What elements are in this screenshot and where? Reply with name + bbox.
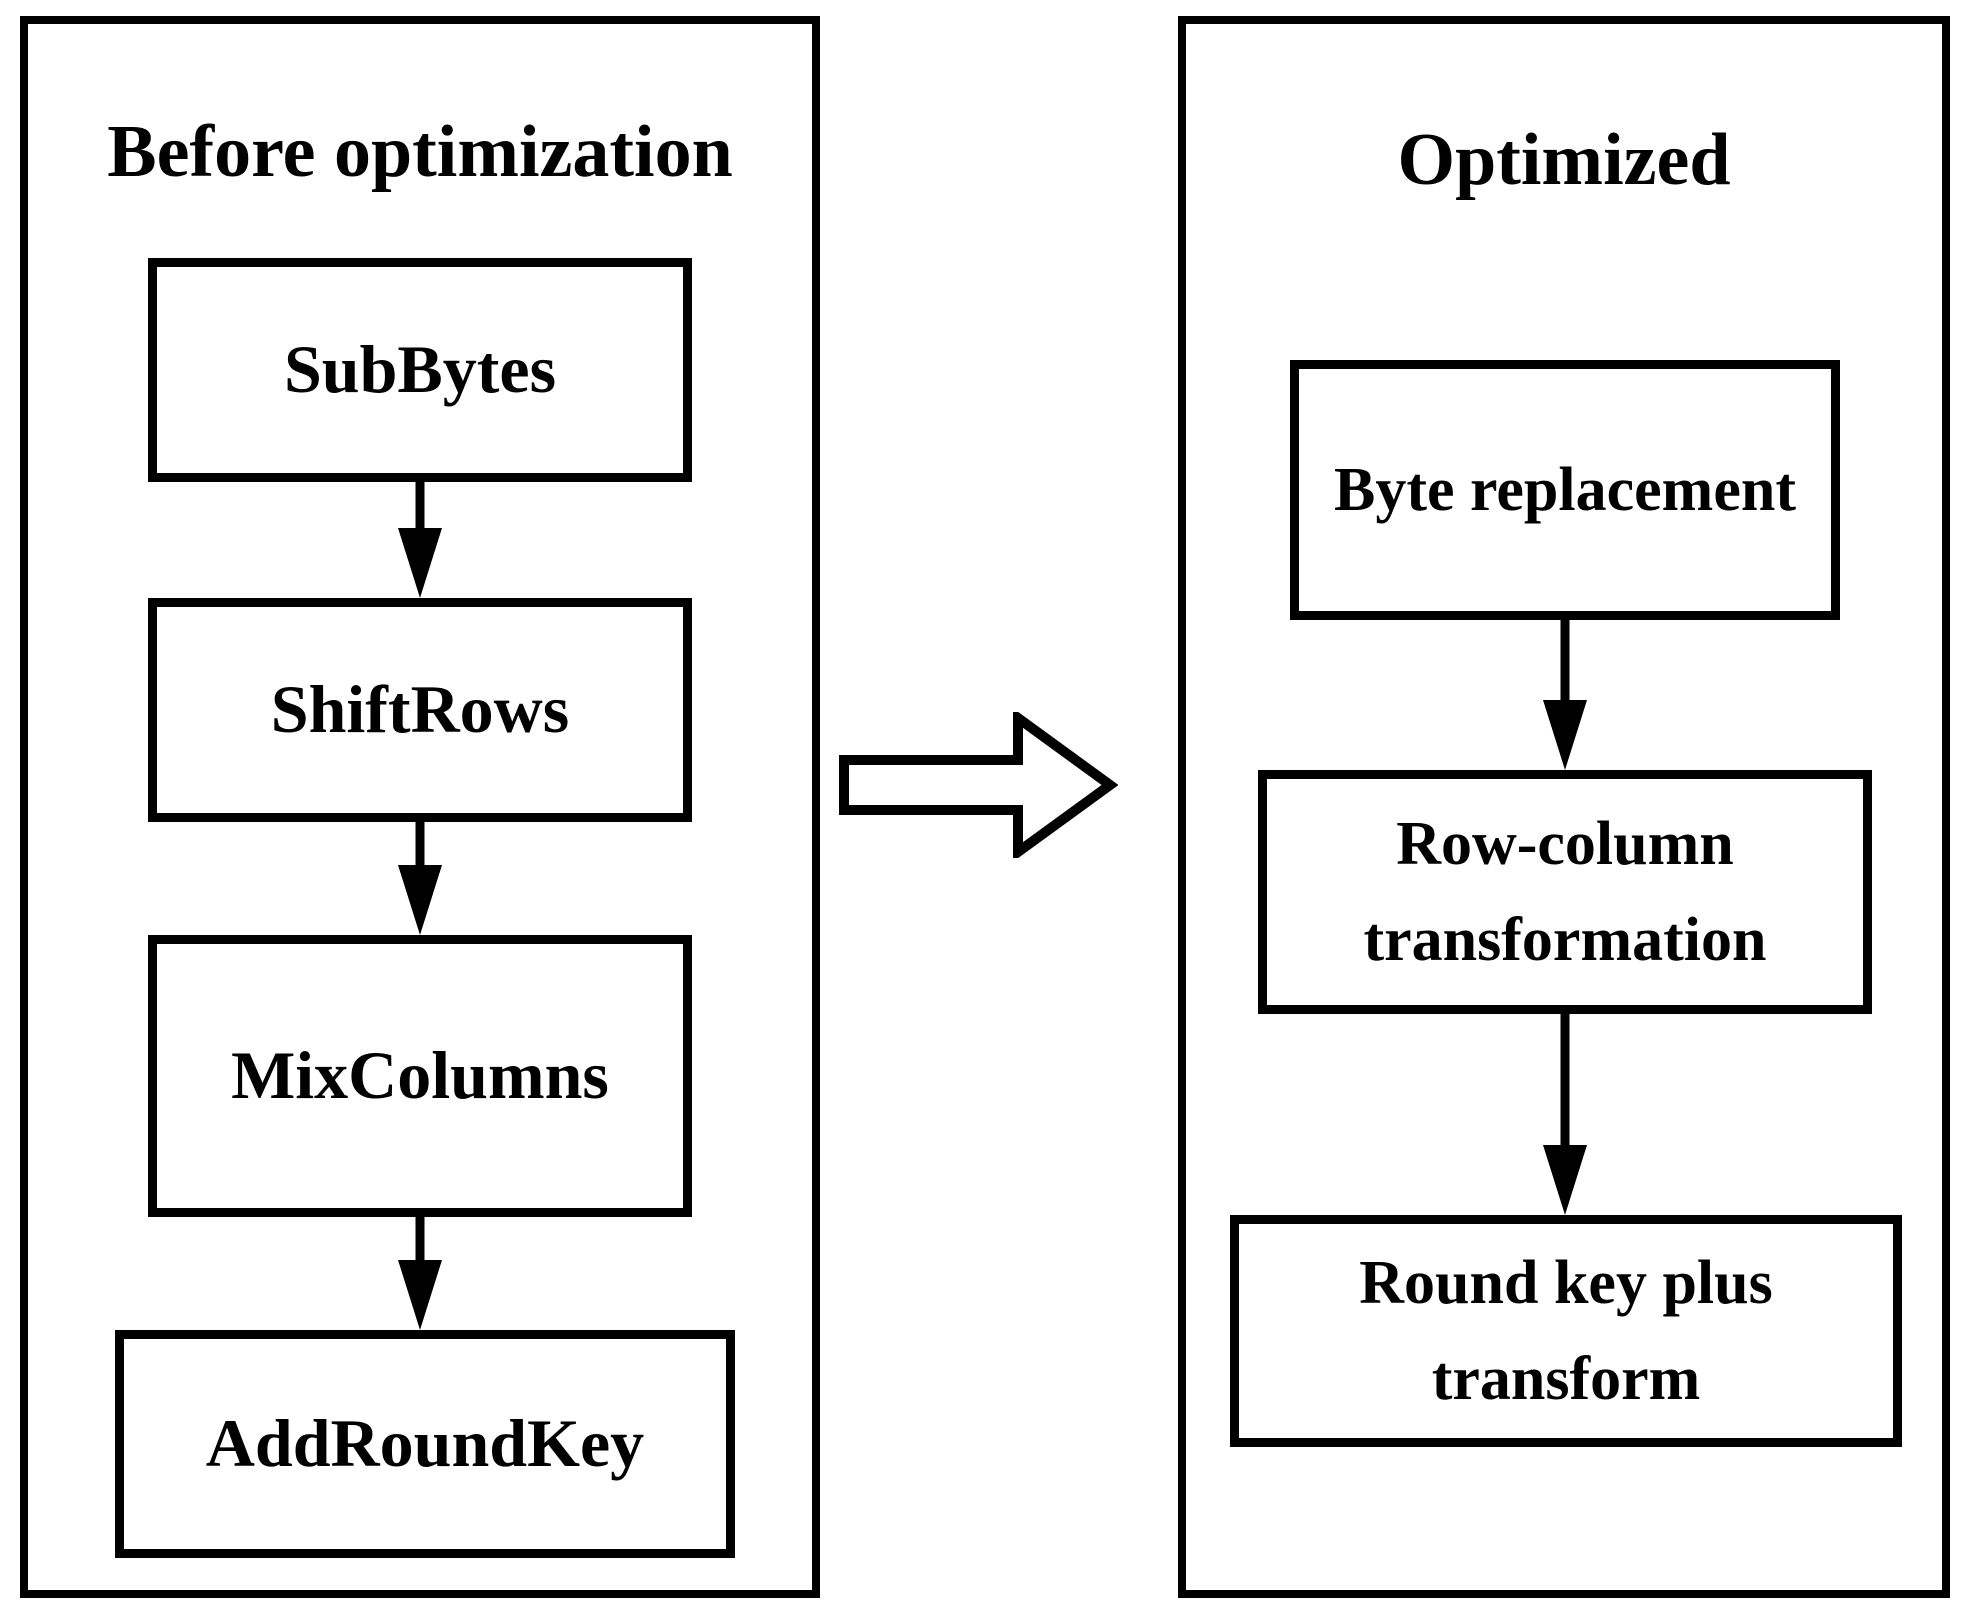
flow-box-label: ShiftRows bbox=[270, 671, 570, 748]
flow-box-byte-replacement: Byte replacement bbox=[1290, 360, 1840, 620]
flow-box-round-key-plus-transform: Round key plus transform bbox=[1230, 1215, 1902, 1447]
flow-box-addroundkey: AddRoundKey bbox=[115, 1330, 735, 1558]
flow-box-label: Round key plus transform bbox=[1359, 1248, 1773, 1413]
optimized-title: Optimized bbox=[1397, 119, 1731, 201]
flow-box-label: MixColumns bbox=[231, 1037, 609, 1114]
down-arrow-icon bbox=[1543, 620, 1587, 770]
flow-box-mixcolumns: MixColumns bbox=[148, 935, 692, 1217]
down-arrow-icon bbox=[398, 482, 442, 598]
flow-box-label: Row-column transformation bbox=[1363, 809, 1767, 974]
flow-box-label: Byte replacement bbox=[1334, 455, 1796, 524]
before-optimization-panel: Before optimization SubBytes ShiftRows M… bbox=[20, 16, 820, 1598]
down-arrow-icon bbox=[1543, 1014, 1587, 1215]
optimized-panel: Optimized Byte replacement Row-column tr… bbox=[1178, 16, 1950, 1598]
down-arrow-icon bbox=[398, 1217, 442, 1330]
before-optimization-title: Before optimization bbox=[107, 111, 733, 193]
flow-box-label: SubBytes bbox=[283, 331, 557, 408]
right-block-arrow-icon bbox=[839, 712, 1118, 858]
flow-box-label: AddRoundKey bbox=[205, 1405, 645, 1482]
flow-box-shiftrows: ShiftRows bbox=[148, 598, 692, 822]
flow-box-subbytes: SubBytes bbox=[148, 258, 692, 482]
flow-box-row-column-transformation: Row-column transformation bbox=[1258, 770, 1872, 1014]
down-arrow-icon bbox=[398, 822, 442, 935]
